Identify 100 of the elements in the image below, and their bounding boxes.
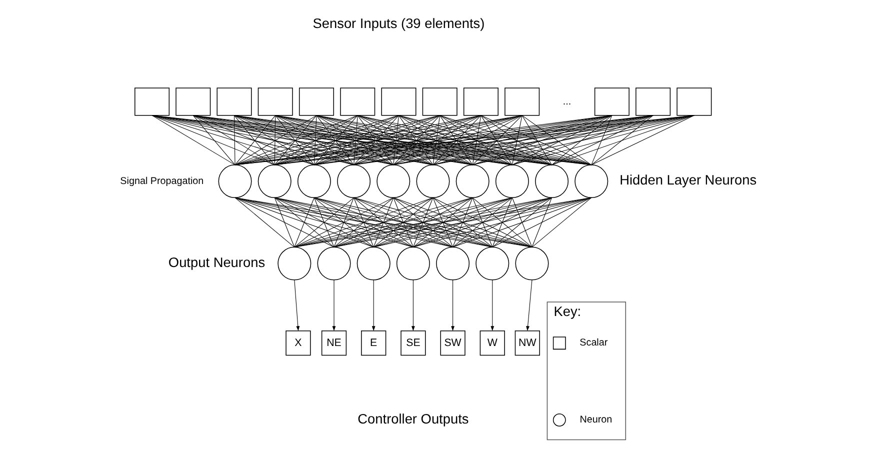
node-box	[258, 88, 293, 116]
connector	[393, 115, 399, 166]
connector	[274, 115, 276, 166]
connector	[552, 115, 694, 166]
connector	[522, 115, 552, 166]
connector	[393, 197, 414, 248]
connector	[354, 197, 454, 248]
connector	[440, 115, 473, 166]
connector	[294, 197, 394, 248]
node-box	[216, 88, 252, 116]
connector	[334, 197, 434, 248]
label: Signal Propagation	[120, 176, 204, 187]
node-circle	[258, 164, 292, 198]
connector	[234, 197, 295, 248]
connector	[552, 115, 612, 166]
connector	[393, 115, 440, 166]
connector	[432, 197, 493, 248]
connector	[393, 197, 532, 248]
node-box	[504, 88, 540, 116]
connector	[234, 197, 454, 248]
connector	[398, 115, 434, 166]
node-box: NE	[321, 330, 347, 356]
connector	[440, 115, 552, 166]
connector	[552, 115, 654, 166]
node-circle	[515, 246, 549, 280]
connector	[472, 115, 482, 166]
connector	[512, 115, 522, 166]
connector	[373, 197, 473, 248]
connector	[274, 197, 454, 248]
connector	[472, 115, 694, 166]
connector	[234, 115, 236, 166]
node-circle	[495, 164, 529, 198]
connector	[274, 197, 295, 248]
connector	[532, 197, 592, 248]
connector	[373, 197, 434, 248]
connector	[373, 197, 512, 248]
connector	[412, 197, 592, 248]
node-box: SE	[400, 330, 426, 356]
arrow	[526, 280, 532, 331]
connector	[334, 197, 473, 248]
node-circle	[356, 246, 390, 280]
connector	[472, 197, 532, 248]
node-box: X	[286, 330, 311, 356]
node-box	[298, 88, 334, 116]
connector	[294, 197, 354, 248]
connector	[314, 197, 414, 248]
label: Output Neurons	[168, 254, 266, 270]
connector	[334, 197, 552, 248]
connector	[192, 115, 314, 166]
connector	[472, 115, 522, 166]
connector	[234, 197, 374, 248]
node-box	[381, 88, 416, 116]
connector	[472, 115, 612, 166]
node-circle	[376, 164, 410, 198]
connector	[354, 197, 493, 248]
arrow	[412, 280, 415, 331]
connector	[192, 115, 275, 166]
connector	[314, 197, 493, 248]
arrow	[372, 280, 376, 331]
legend-label: Scalar	[580, 338, 608, 349]
node-box: E	[361, 330, 386, 356]
connector	[432, 115, 440, 166]
connector	[452, 197, 473, 248]
connector	[152, 115, 354, 166]
connector	[412, 197, 434, 248]
connector	[334, 197, 354, 248]
node-box	[594, 88, 630, 116]
connector	[432, 115, 612, 166]
connector	[522, 115, 592, 166]
connector	[354, 197, 414, 248]
connector	[274, 197, 414, 248]
node-box	[340, 88, 376, 116]
connector	[357, 115, 552, 166]
connector	[314, 197, 532, 248]
node-circle	[436, 246, 470, 280]
connector	[192, 115, 354, 166]
connector	[492, 197, 552, 248]
connector	[314, 197, 334, 248]
connector	[294, 197, 512, 248]
connector	[591, 115, 612, 166]
node-circle	[337, 164, 371, 198]
connector	[152, 115, 275, 166]
connector	[393, 115, 482, 166]
label: Sensor Inputs (39 elements)	[312, 16, 485, 32]
connector	[234, 197, 414, 248]
connector	[294, 197, 473, 248]
node-circle	[574, 164, 608, 198]
connector	[152, 115, 236, 166]
connector	[412, 197, 552, 248]
connector	[591, 115, 694, 166]
connector	[354, 197, 374, 248]
node-box	[463, 88, 498, 116]
connector	[314, 197, 454, 248]
connector	[373, 197, 394, 248]
connector	[492, 197, 592, 248]
node-circle	[278, 246, 312, 280]
connector	[480, 115, 512, 166]
connector	[192, 115, 236, 166]
connector	[398, 115, 473, 166]
connector	[512, 115, 612, 166]
